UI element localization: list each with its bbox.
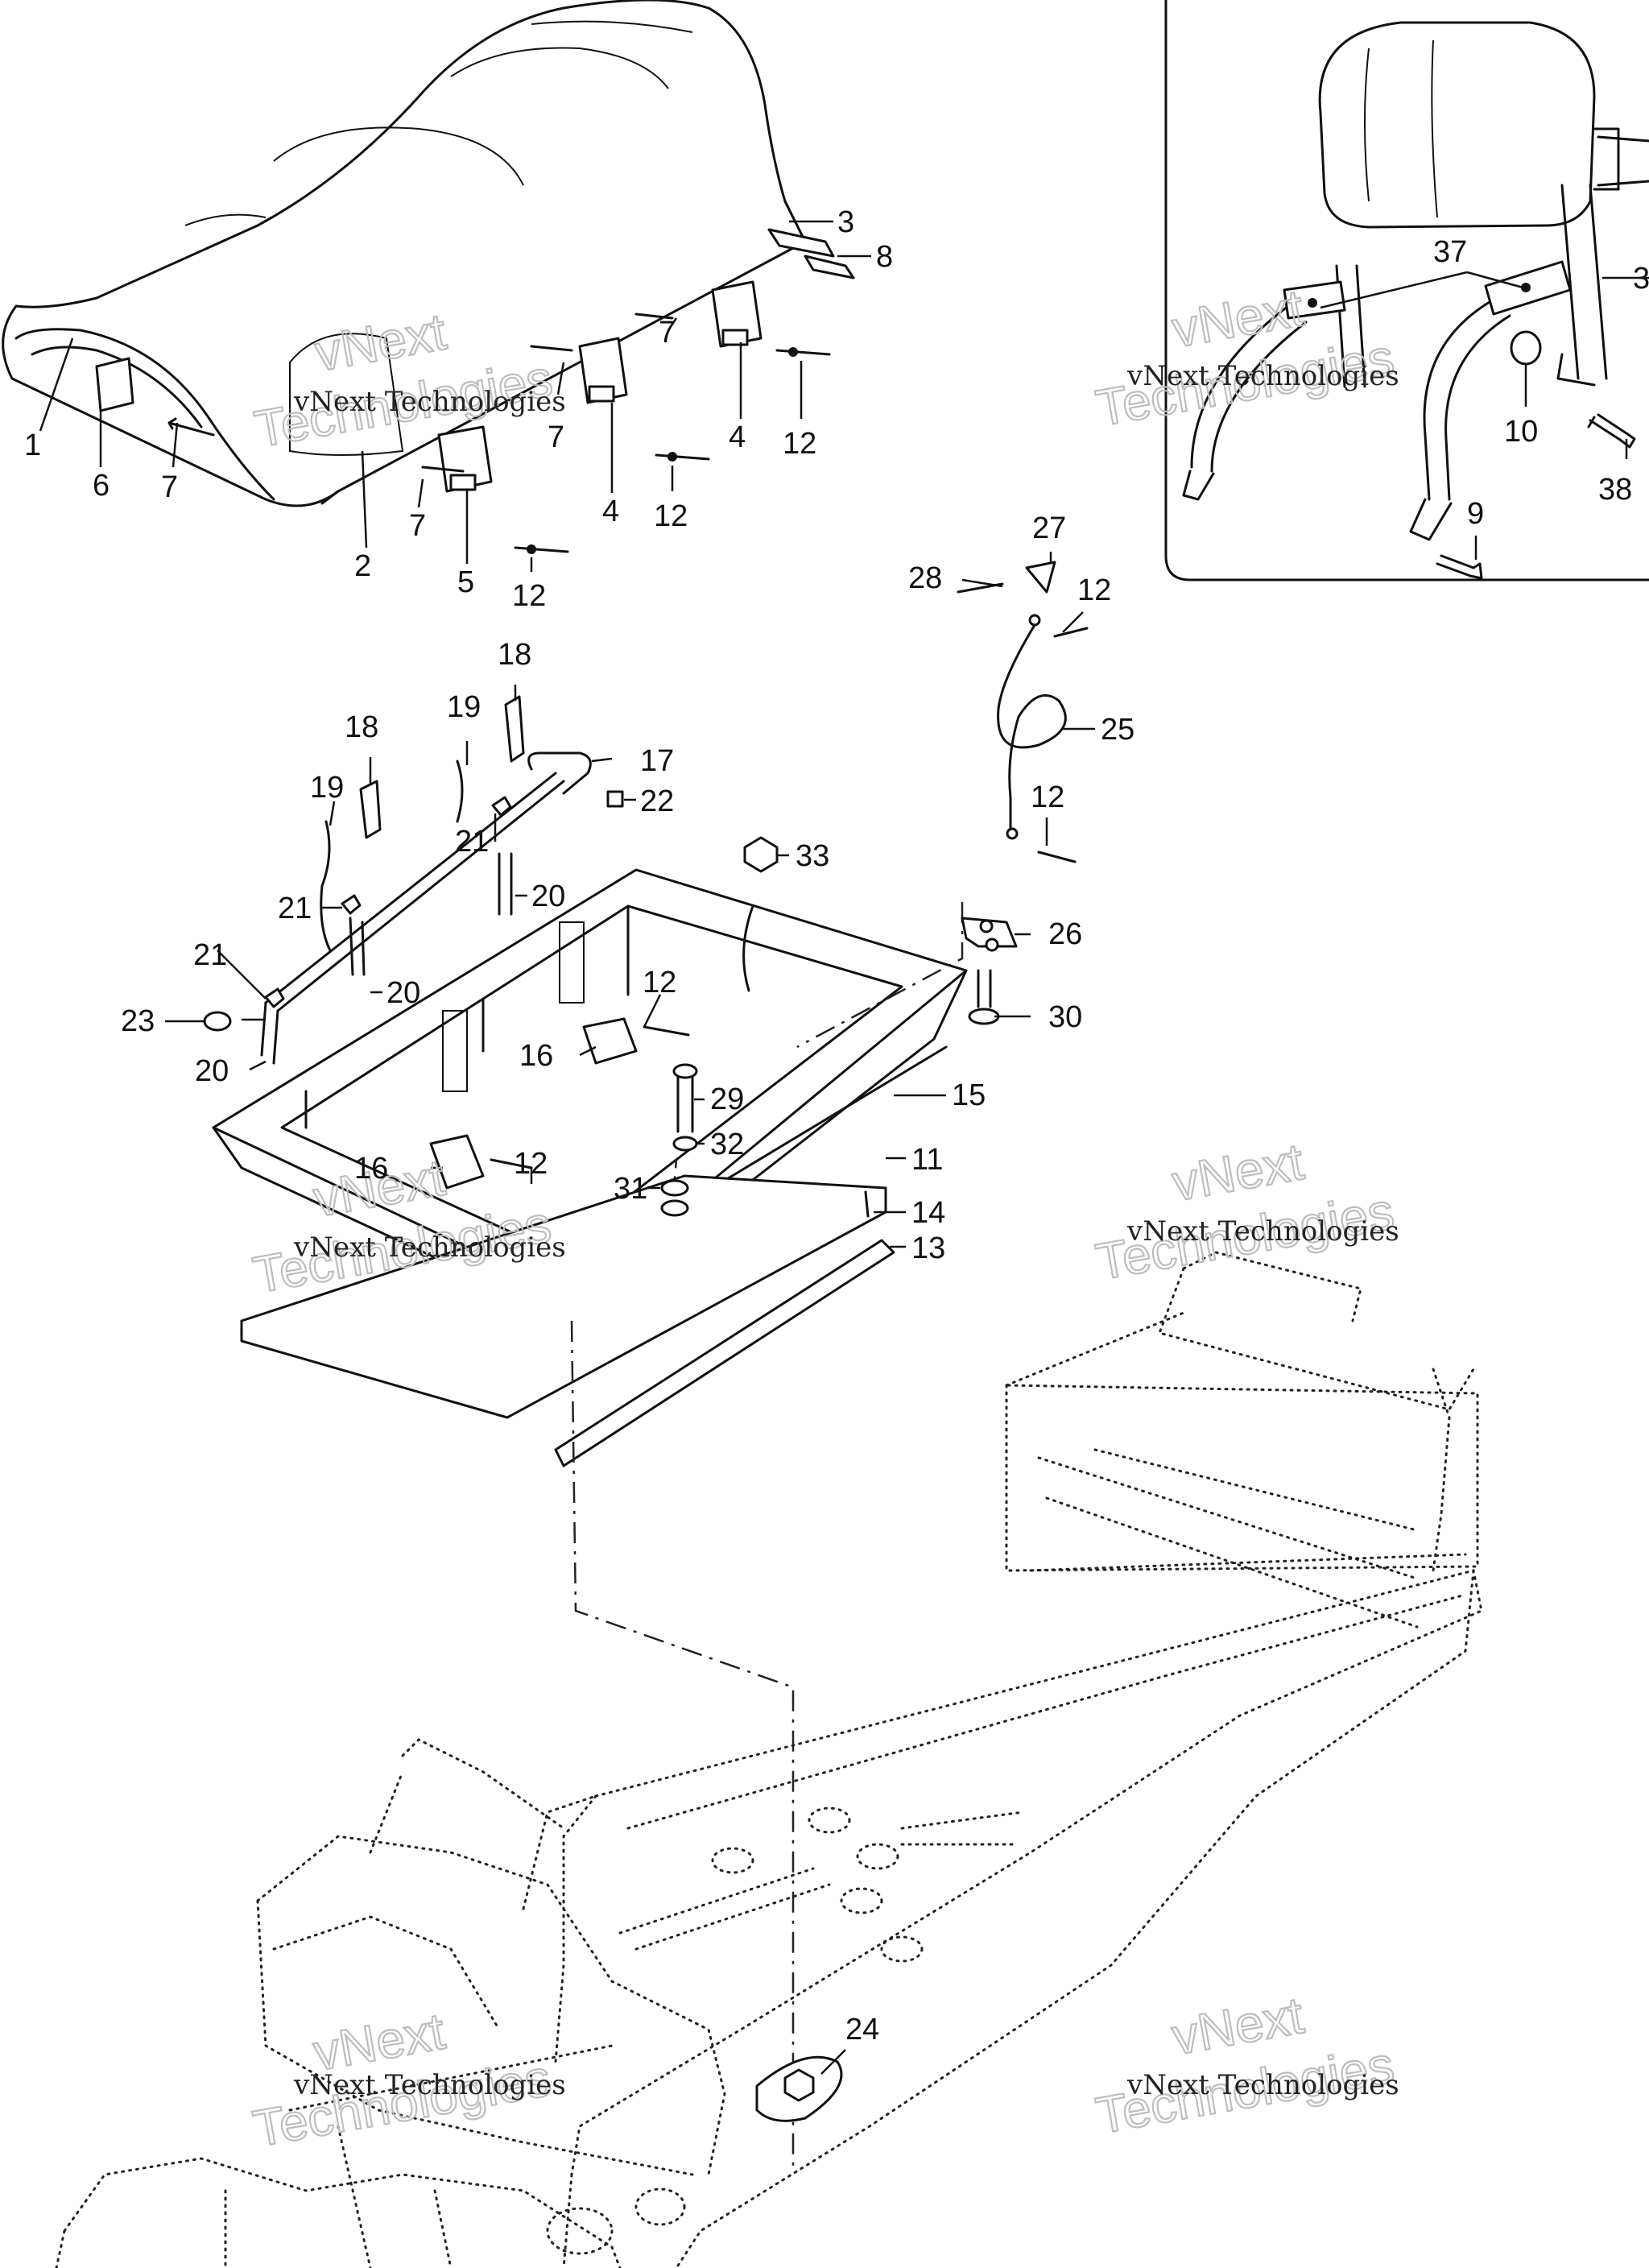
callout-4: 4 bbox=[729, 420, 746, 454]
callout-12: 12 bbox=[1077, 573, 1111, 607]
tether-cable bbox=[957, 552, 1095, 863]
callout-29: 29 bbox=[710, 1082, 744, 1116]
callout-14: 14 bbox=[911, 1196, 945, 1230]
callout-5: 5 bbox=[457, 565, 474, 599]
callout-12: 12 bbox=[654, 499, 688, 533]
svg-text:vNext Technologies: vNext Technologies bbox=[1126, 1215, 1399, 1248]
callout-6: 6 bbox=[93, 469, 110, 503]
callout-26: 26 bbox=[1048, 917, 1082, 951]
callout-17: 17 bbox=[640, 744, 674, 778]
callout-27: 27 bbox=[1032, 511, 1066, 545]
callout-1: 1 bbox=[24, 428, 41, 462]
callout-9: 9 bbox=[1467, 497, 1484, 531]
callout-10: 10 bbox=[1504, 415, 1538, 449]
svg-text:vNext Technologies: vNext Technologies bbox=[1126, 2069, 1399, 2101]
callout-30: 30 bbox=[1048, 1000, 1082, 1034]
callout-19: 19 bbox=[447, 690, 481, 724]
callout-16: 16 bbox=[354, 1152, 388, 1186]
callout-12: 12 bbox=[643, 966, 676, 999]
callout-24: 24 bbox=[845, 2013, 879, 2047]
callout-12: 12 bbox=[783, 427, 816, 461]
callout-21: 21 bbox=[278, 892, 312, 925]
callout-15: 15 bbox=[952, 1078, 986, 1112]
callout-21: 21 bbox=[193, 938, 227, 972]
callout-20: 20 bbox=[531, 879, 565, 913]
latch-mechanism bbox=[165, 685, 636, 1071]
seat-assembly bbox=[2, 0, 871, 572]
callout-8: 8 bbox=[876, 240, 893, 274]
callout-12: 12 bbox=[1031, 780, 1064, 814]
callout-37: 37 bbox=[1433, 235, 1467, 269]
backrest-inset bbox=[1164, 0, 1649, 581]
callout-20: 20 bbox=[195, 1054, 229, 1088]
callout-31: 31 bbox=[614, 1172, 647, 1206]
callout-18: 18 bbox=[345, 710, 378, 744]
callout-13: 13 bbox=[911, 1231, 945, 1265]
svg-text:vNext Technologies: vNext Technologies bbox=[293, 1231, 566, 1264]
svg-text:vNext Technologies: vNext Technologies bbox=[1126, 360, 1399, 392]
callout-28: 28 bbox=[908, 561, 942, 595]
callout-25: 25 bbox=[1101, 713, 1134, 747]
callout-3: 3 bbox=[1633, 262, 1649, 296]
chassis bbox=[55, 1251, 1483, 2268]
callout-labels: 1 2 3 3 4 4 5 6 7 7 7 7 8 9 10 11 12 12 … bbox=[24, 205, 1649, 2047]
callout-4: 4 bbox=[602, 495, 619, 528]
svg-text:vNext Technologies: vNext Technologies bbox=[293, 2069, 566, 2101]
callout-7: 7 bbox=[409, 509, 426, 543]
svg-text:vNext Technologies: vNext Technologies bbox=[293, 386, 566, 418]
callout-2: 2 bbox=[354, 549, 371, 583]
callout-7: 7 bbox=[548, 420, 564, 454]
callout-38: 38 bbox=[1598, 473, 1632, 507]
callout-32: 32 bbox=[710, 1128, 744, 1161]
callout-18: 18 bbox=[498, 638, 531, 672]
callout-11: 11 bbox=[911, 1143, 943, 1177]
callout-7: 7 bbox=[659, 316, 676, 350]
callout-7: 7 bbox=[161, 470, 178, 504]
callout-22: 22 bbox=[640, 784, 674, 818]
storage-box bbox=[212, 836, 1031, 2167]
callout-33: 33 bbox=[796, 839, 829, 873]
callout-12: 12 bbox=[512, 579, 546, 613]
callout-20: 20 bbox=[386, 976, 420, 1010]
callout-16: 16 bbox=[519, 1039, 553, 1073]
callout-21: 21 bbox=[455, 825, 489, 859]
callout-19: 19 bbox=[310, 771, 344, 805]
callout-3: 3 bbox=[837, 205, 854, 239]
callout-23: 23 bbox=[121, 1004, 155, 1038]
callout-12: 12 bbox=[514, 1147, 548, 1181]
